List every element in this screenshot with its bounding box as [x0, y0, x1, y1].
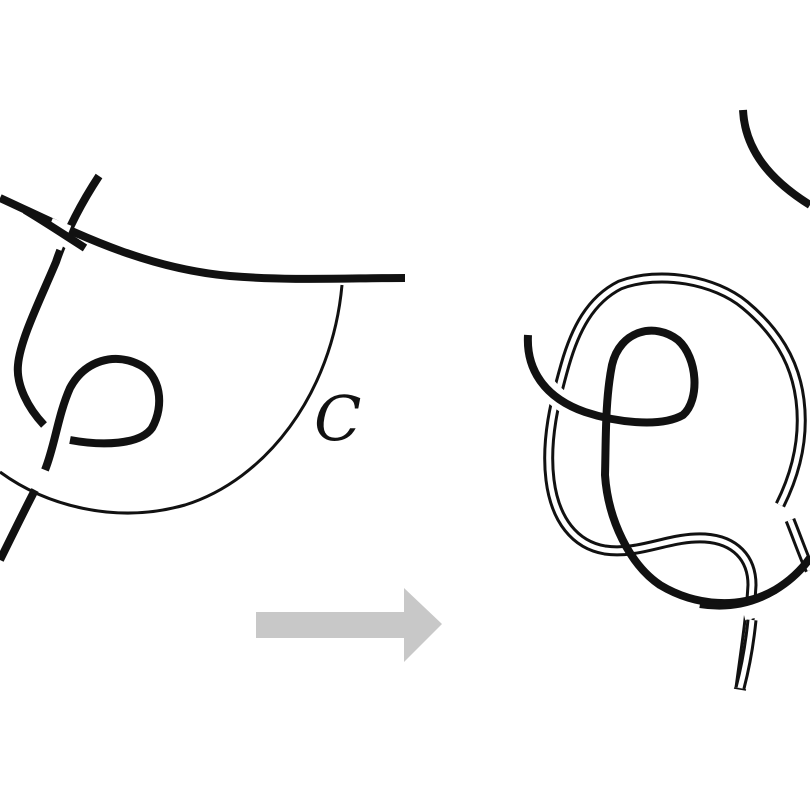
curve-c-arc: [0, 284, 344, 515]
loop-strand-tail: [0, 488, 39, 562]
left-panel-before: C: [0, 173, 406, 562]
curve-c-label: C: [314, 382, 361, 455]
right-loop-strand-over: [523, 326, 810, 608]
upper-arc-strand: [739, 109, 810, 209]
band-loop-inner: [546, 275, 804, 689]
band-end-cap: [733, 687, 747, 691]
loop-strand-lower: [41, 354, 164, 472]
arrow-icon: [256, 588, 442, 662]
band-right-edge-inner: [787, 519, 810, 572]
band-lower-segment-inner: [737, 619, 755, 689]
transition-arrow: [256, 588, 442, 662]
strand-over-band: [699, 586, 778, 610]
long-strand-redraw: [22, 206, 88, 252]
right-panel-after: [518, 109, 810, 691]
loop-strand: [13, 173, 103, 428]
